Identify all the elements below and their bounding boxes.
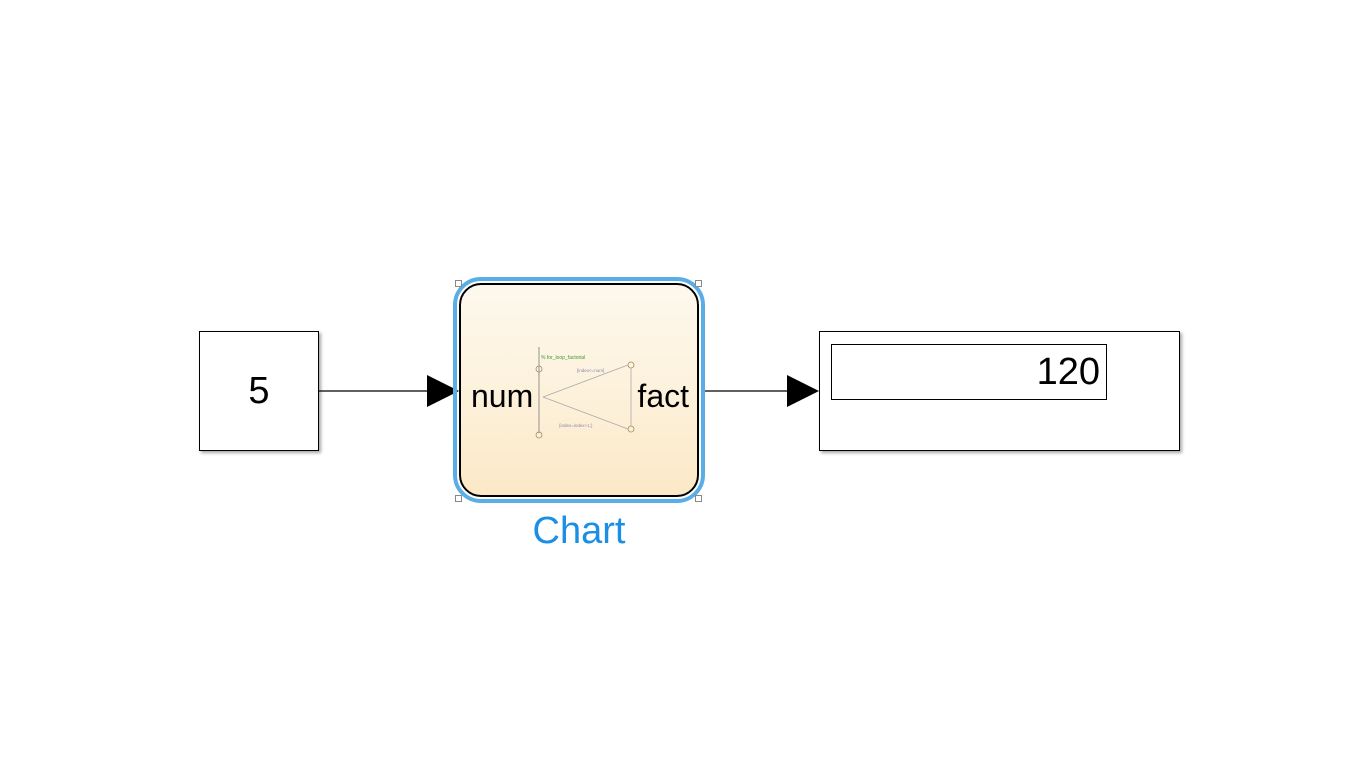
resize-handle-top-left[interactable] [455,280,462,287]
chart-preview-diagram: % for_loop_factorial [index<=num] {index… [535,347,635,439]
chart-preview-transition-bottom: {index=index+1;} [559,423,593,428]
chart-preview-transition-top: [index<=num] [577,368,604,373]
resize-handle-top-right[interactable] [695,280,702,287]
arrowhead-display-input [787,375,819,407]
chart-preview-comment: % for_loop_factorial [541,355,585,361]
chart-output-port-label: fact [637,378,689,414]
chart-block-name[interactable]: Chart [532,510,626,552]
chart-block[interactable]: % for_loop_factorial [index<=num] {index… [459,283,699,497]
junction-right-bottom [627,425,635,433]
junction-right-top [627,361,635,369]
chart-input-port-label: num [471,378,534,414]
junction-bottom [535,431,543,439]
constant-block[interactable]: 5 [199,331,319,451]
display-block[interactable]: 120 [819,331,1180,451]
resize-handle-bottom-left[interactable] [455,495,462,502]
chart-selection-outline[interactable]: % for_loop_factorial [index<=num] {index… [453,277,705,503]
junction-top [535,365,543,373]
constant-value: 5 [248,369,270,412]
resize-handle-bottom-right[interactable] [695,495,702,502]
display-value: 120 [831,344,1107,400]
